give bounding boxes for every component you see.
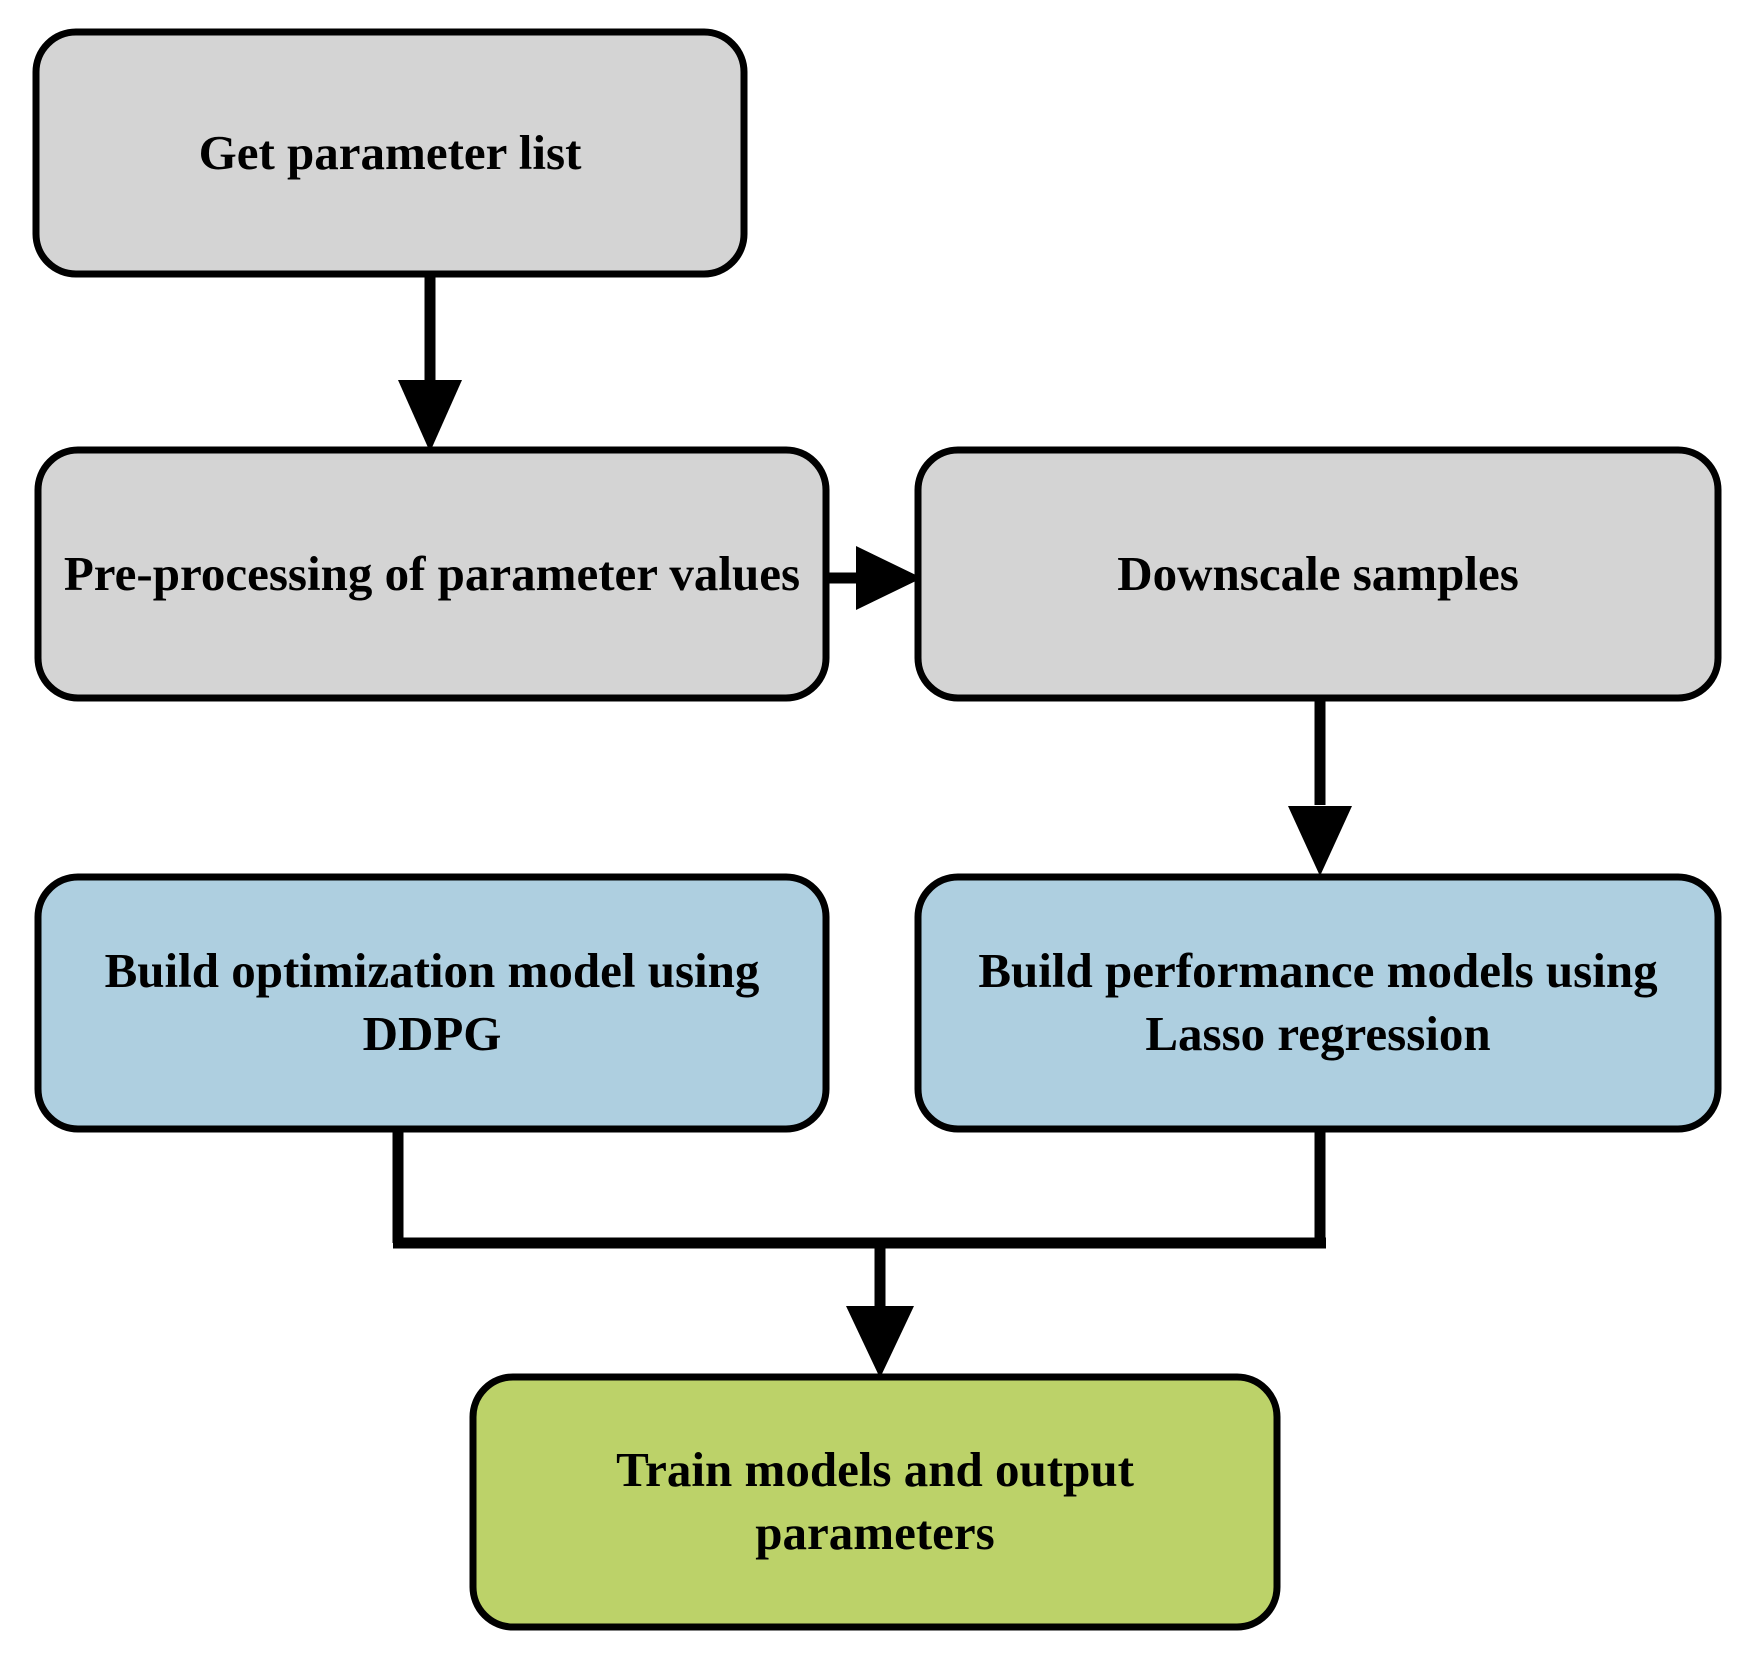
node-get-parameter-list[interactable] xyxy=(32,28,748,278)
edge-pre-processing-to-downscale-samples xyxy=(822,546,922,610)
node-downscale-samples[interactable] xyxy=(914,446,1722,702)
node-train-models-and-output-parameters[interactable] xyxy=(469,1373,1281,1631)
edge-merge-bus-to-train-models xyxy=(846,1243,914,1378)
edge-get-parameter-list-to-pre-processing xyxy=(398,270,462,452)
node-build-performance-models-using-lasso-regression[interactable] xyxy=(914,873,1722,1133)
node-build-optimization-model-using-ddpg[interactable] xyxy=(34,873,830,1133)
edge-downscale-samples-to-build-performance-models xyxy=(1288,696,1352,876)
node-pre-processing-of-parameter-values[interactable] xyxy=(34,446,830,702)
node-layer xyxy=(32,28,1722,1631)
edge-layer xyxy=(392,270,1352,1378)
